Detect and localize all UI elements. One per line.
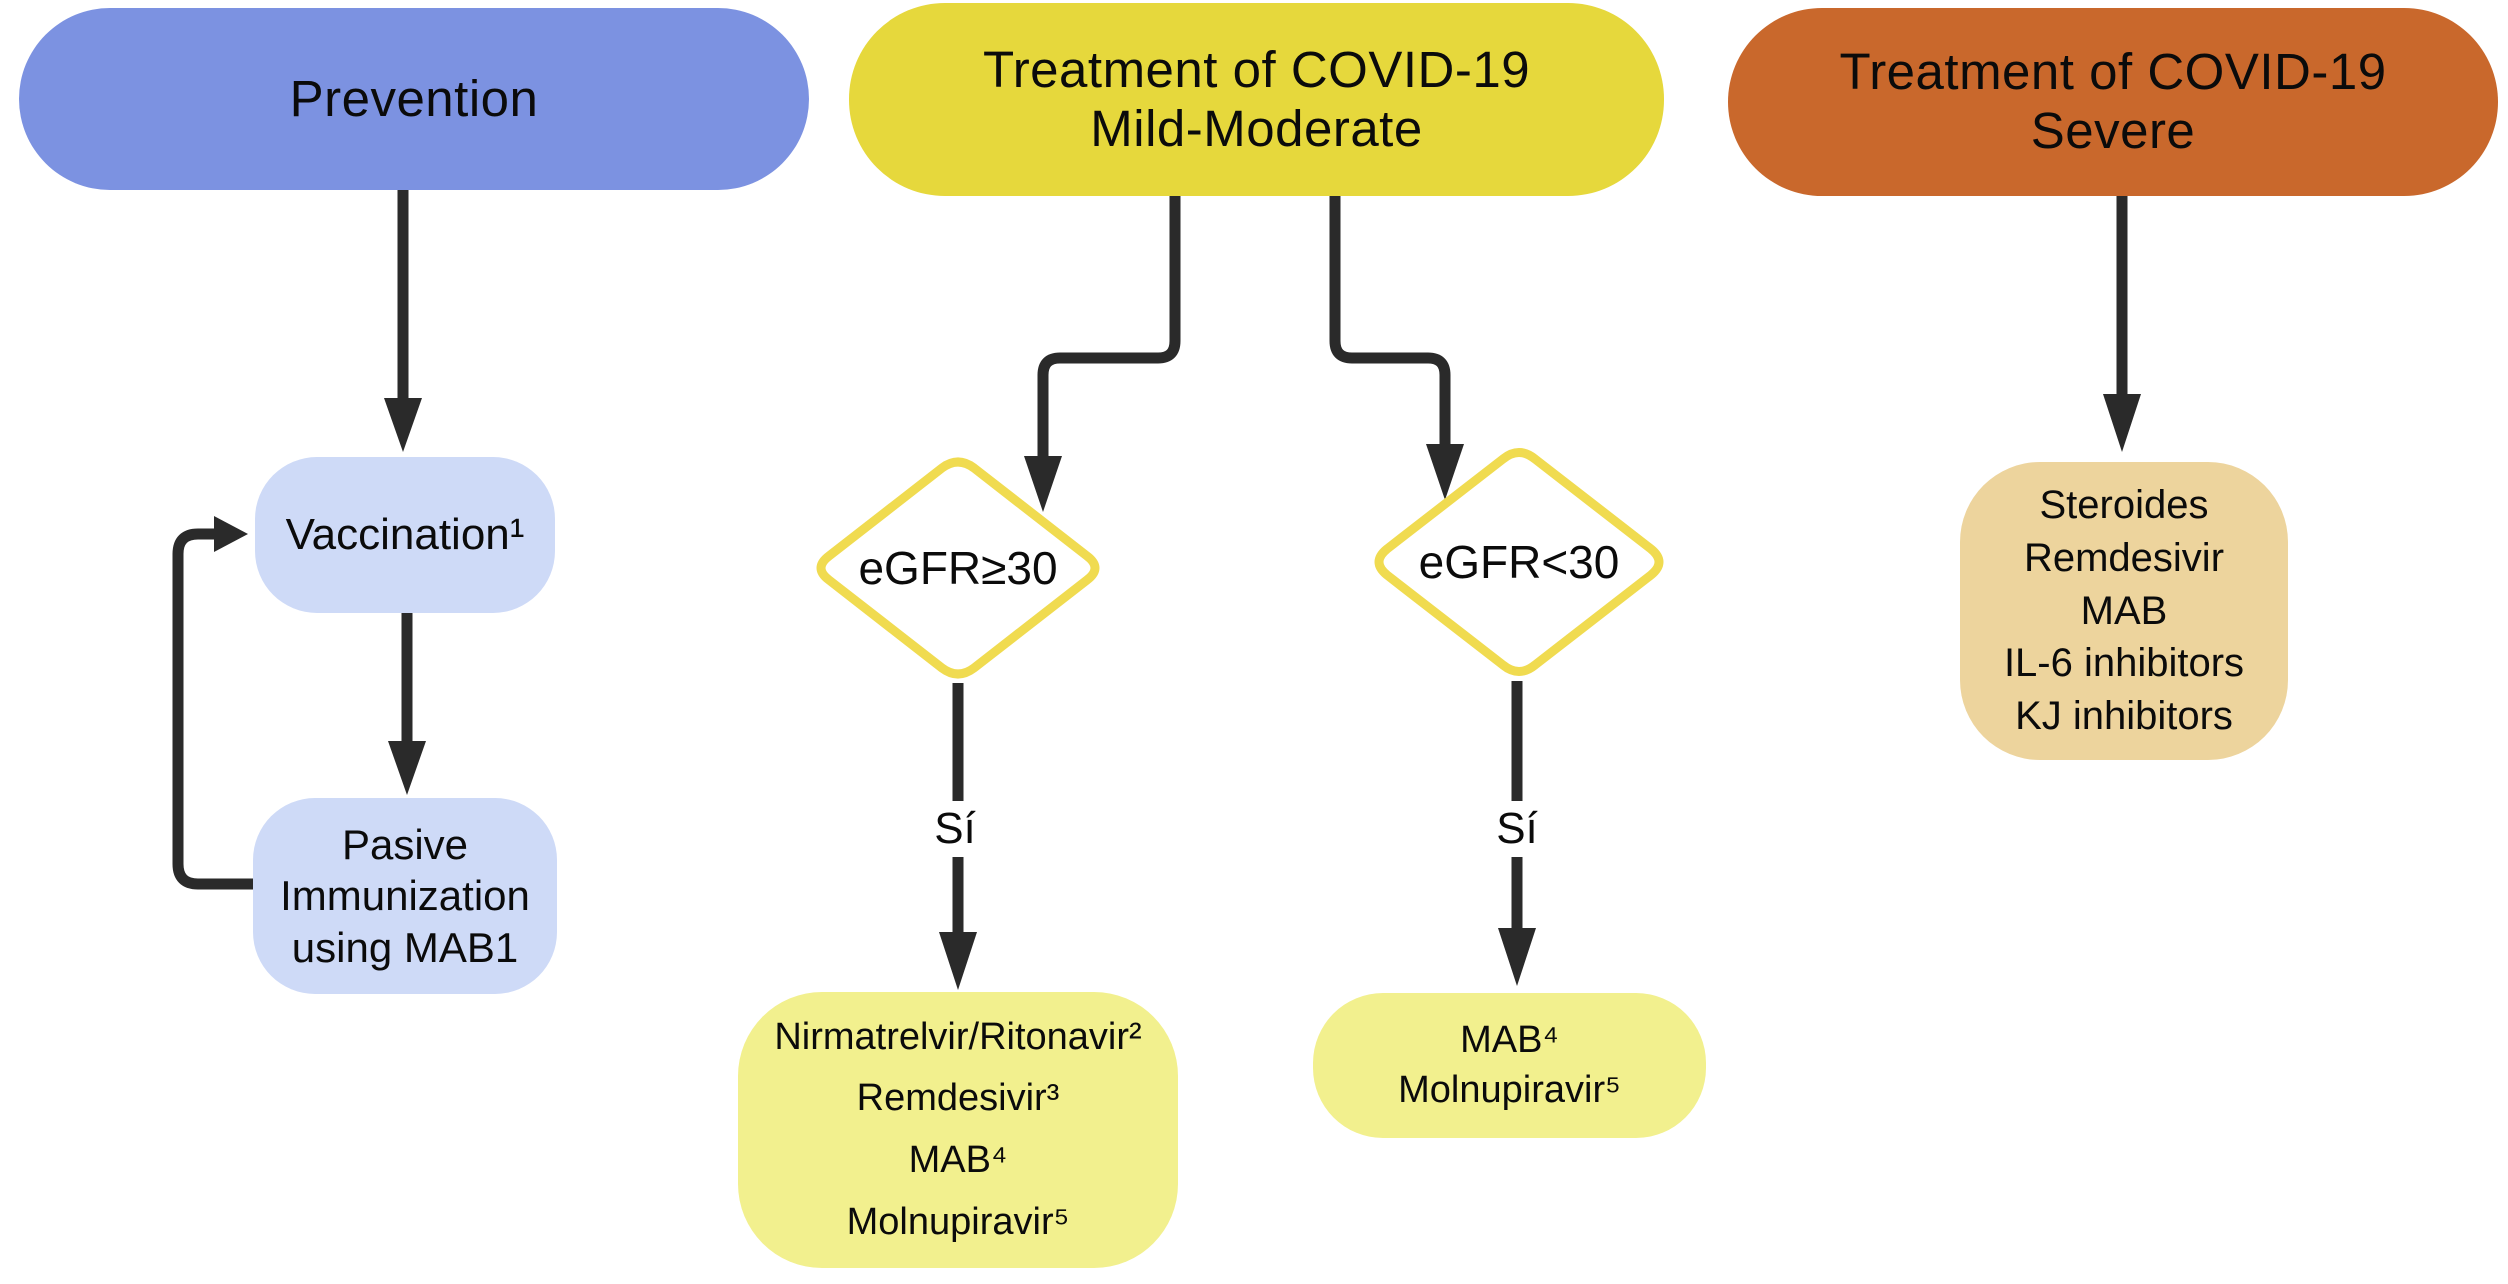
egfr-ge30-text: eGFR≥30 [858, 542, 1058, 594]
node-treatment-egfr-lt30: MAB⁴ Molnupiravir⁵ [1313, 993, 1706, 1138]
arrow-loop-passive-to-vaccination [172, 516, 256, 890]
decision-egfr-lt30-shape [1374, 448, 1664, 676]
node-severe-treatment-list: Steroides Remdesivir MAB IL-6 inhibitors… [1960, 462, 2288, 760]
arrow-mild-to-egfr-lt30 [1329, 196, 1464, 500]
si-lt30-text: Sí [1496, 804, 1538, 853]
edge-label-si-lt30: Sí [1479, 801, 1555, 857]
node-treatment-severe: Treatment of COVID-19 Severe [1728, 8, 2498, 196]
egfr-lt30-text: eGFR<30 [1418, 536, 1620, 588]
prevention-label: Prevention [289, 69, 539, 127]
treatment-severe-label: Treatment of COVID-19 Severe [1839, 43, 2387, 159]
treatment-egfr-lt30-list: MAB⁴ Molnupiravir⁵ [1398, 1019, 1621, 1111]
decision-egfr-ge30-shape [816, 457, 1100, 679]
decision-egfr-ge30-label: eGFR≥30 [813, 541, 1103, 595]
node-passive-immunization: Pasive Immunization using MAB1 [253, 798, 557, 994]
vaccination-label: Vaccination¹ [285, 510, 525, 559]
node-prevention: Prevention [19, 8, 809, 190]
edge-label-si-ge30: Sí [917, 801, 993, 857]
treatment-mild-label: Treatment of COVID-19 Mild-Moderate [982, 40, 1531, 157]
si-ge30-text: Sí [934, 804, 976, 853]
decision-egfr-lt30-label: eGFR<30 [1371, 535, 1667, 589]
node-vaccination: Vaccination¹ [255, 457, 555, 613]
severe-treatment-list: Steroides Remdesivir MAB IL-6 inhibitors… [2003, 483, 2245, 739]
node-treatment-egfr-ge30: Nirmatrelvir/Ritonavir² Remdesivir³ MAB⁴… [738, 992, 1178, 1268]
arrow-mild-to-egfr-ge30 [1024, 196, 1181, 512]
arrow-prevention-to-vaccination [384, 190, 422, 452]
arrow-severe-to-treatment [2103, 196, 2141, 452]
passive-immunization-label: Pasive Immunization using MAB1 [280, 821, 530, 971]
treatment-egfr-ge30-list: Nirmatrelvir/Ritonavir² Remdesivir³ MAB⁴… [774, 1015, 1142, 1243]
arrow-vaccination-to-passive [388, 613, 426, 795]
node-treatment-mild-moderate: Treatment of COVID-19 Mild-Moderate [849, 3, 1664, 196]
